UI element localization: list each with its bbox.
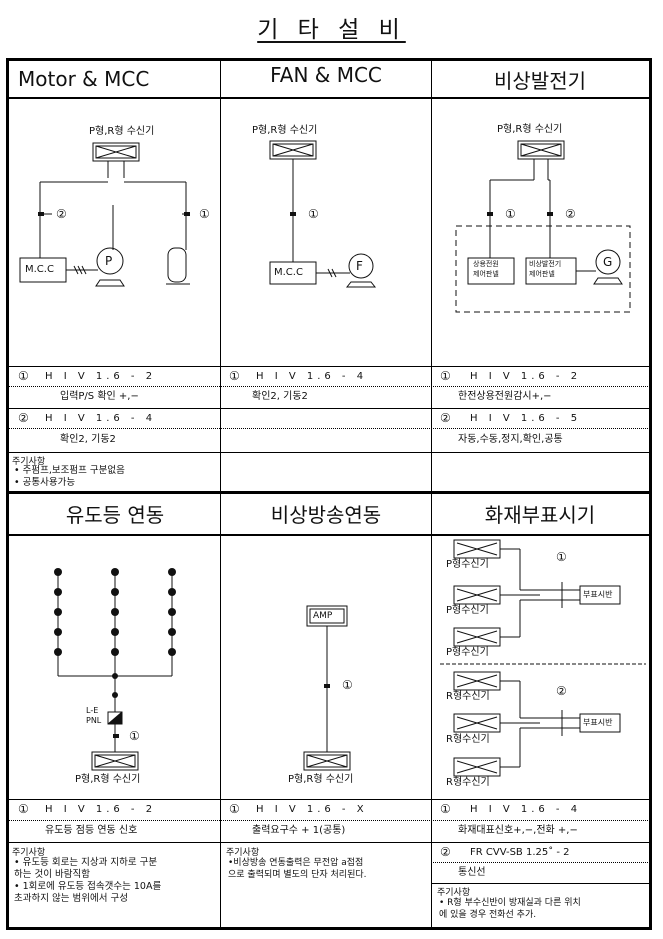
wire-mark-2: ② <box>56 207 67 221</box>
mcc-label: M.C.C <box>25 264 54 275</box>
cable-purpose: 자동,수동,정지,확인,공통 <box>458 434 563 445</box>
row-num: ① <box>18 369 29 383</box>
wire-mark-1: ① <box>308 207 319 221</box>
cable-purpose: 유도등 점등 연동 신호 <box>45 825 138 836</box>
sub-display-panel-label: 부표시반 <box>583 718 613 727</box>
wire-mark-1: ① <box>556 550 567 564</box>
row-num: ② <box>440 845 451 859</box>
cable-spec: H I V 1.6 - 2 <box>45 804 157 815</box>
table-rule <box>8 386 650 387</box>
r-receiver-label: R형수신기 <box>446 691 490 702</box>
cable-purpose: 출력요구수 + 1(공통) <box>252 825 346 836</box>
header-sub-display: 화재부표시기 <box>484 502 596 527</box>
fan-icon: F <box>356 259 363 273</box>
wire-mark-1: ① <box>129 729 140 743</box>
cable-purpose: 입력P/S 확인 +,− <box>60 391 139 402</box>
receiver-label: P형,R형 수신기 <box>75 774 141 785</box>
table-rule <box>8 408 650 409</box>
note-title: 주기사항 <box>12 848 46 858</box>
header-rule <box>8 97 650 99</box>
row-num: ① <box>18 802 29 816</box>
note-text: • R형 부수신반이 방재실과 다른 위치 에 있을 경우 전화선 추가. <box>439 898 581 920</box>
note-title: 주기사항 <box>437 888 471 898</box>
header-rule <box>8 534 650 536</box>
note-title: 주기사항 <box>12 457 46 467</box>
row-num: ② <box>440 411 451 425</box>
header-emergency-generator: 비상발전기 <box>494 68 586 93</box>
table-rule <box>8 452 650 453</box>
pump-icon: P <box>105 254 113 268</box>
cable-spec: FR CVV-SB 1.25˚ - 2 <box>470 847 570 858</box>
header-exit-light: 유도등 연동 <box>65 502 165 527</box>
receiver-label: P형,R형 수신기 <box>252 125 318 136</box>
generator-icon: G <box>603 255 613 269</box>
cable-spec: H I V 1.6 - 4 <box>256 371 368 382</box>
section-divider <box>8 491 650 494</box>
mcc-label: M.C.C <box>274 267 303 278</box>
p-receiver-label: P형수신기 <box>446 605 489 616</box>
diagram-frame <box>6 58 652 930</box>
wire-mark-1: ① <box>505 207 516 221</box>
note-text: • 주펌프,보조펌프 구분없음• 공통사용가능 <box>14 465 125 488</box>
row-num: ① <box>440 369 451 383</box>
wire-mark-2: ② <box>556 684 567 698</box>
table-rule <box>431 883 650 884</box>
header-emergency-broadcast: 비상방송연동 <box>270 502 382 527</box>
column-divider <box>220 60 221 928</box>
table-rule <box>431 862 650 863</box>
p-receiver-label: P형수신기 <box>446 647 489 658</box>
cable-spec: H I V 1.6 - 5 <box>470 413 582 424</box>
note-title: 주기사항 <box>226 848 260 858</box>
cable-spec: H I V 1.6 - 2 <box>45 371 157 382</box>
column-divider <box>431 60 432 928</box>
cable-spec: H I V 1.6 - 2 <box>470 371 582 382</box>
p-receiver-label: P형수신기 <box>446 559 489 570</box>
note-text: •비상방송 연동출력은 무전압 a접점 으로 출력되며 별도의 단자 처리된다. <box>228 858 367 880</box>
cable-purpose: 통신선 <box>458 867 486 878</box>
receiver-label: P형,R형 수신기 <box>89 126 155 137</box>
cable-purpose: 확인2, 기동2 <box>252 391 308 402</box>
table-rule <box>8 428 650 429</box>
wire-mark-1: ① <box>199 207 210 221</box>
cable-purpose: 확인2, 기동2 <box>60 434 116 445</box>
header-fan-mcc: FAN & MCC <box>270 63 382 87</box>
table-rule <box>8 842 650 843</box>
note-text: • 유도등 회로는 지상과 지하로 구분 하는 것이 바람직함• 1회로에 유도… <box>14 857 162 904</box>
row-num: ① <box>229 369 240 383</box>
receiver-label: P형,R형 수신기 <box>288 774 354 785</box>
table-rule <box>8 366 650 367</box>
wire-mark-1: ① <box>342 678 353 692</box>
r-receiver-label: R형수신기 <box>446 777 490 788</box>
table-rule <box>8 799 650 800</box>
header-motor-mcc: Motor & MCC <box>18 67 150 91</box>
sub-display-panel-label: 부표시반 <box>583 590 613 599</box>
cable-purpose: 화재대표신호+,−,전화 +,− <box>458 825 578 836</box>
table-rule <box>8 820 650 821</box>
cable-spec: H I V 1.6 - 4 <box>45 413 157 424</box>
row-num: ① <box>440 802 451 816</box>
cable-spec: H I V 1.6 - X <box>256 804 368 815</box>
cable-purpose: 한전상용전원감시+,− <box>458 391 552 402</box>
row-num: ② <box>18 411 29 425</box>
amp-label: AMP <box>313 611 333 621</box>
r-receiver-label: R형수신기 <box>446 734 490 745</box>
wire-mark-2: ② <box>565 207 576 221</box>
receiver-label: P형,R형 수신기 <box>497 124 563 135</box>
row-num: ① <box>229 802 240 816</box>
page-title: 기 타 설 비 <box>257 17 406 43</box>
cable-spec: H I V 1.6 - 4 <box>470 804 582 815</box>
